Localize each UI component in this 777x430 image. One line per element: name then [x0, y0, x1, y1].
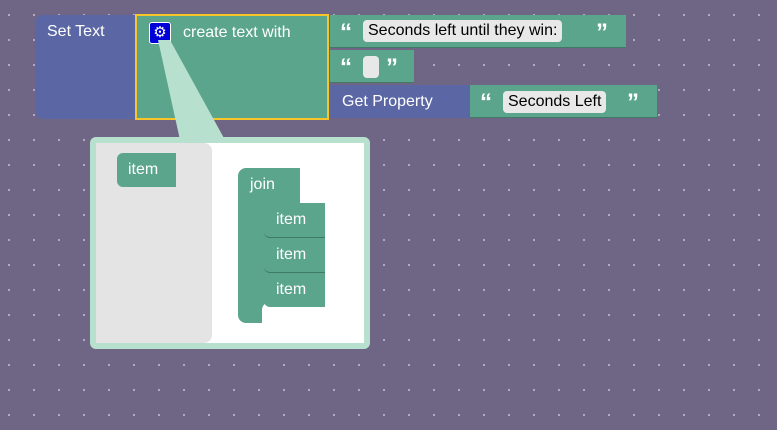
quote-close: ” — [627, 89, 639, 116]
quote-open: “ — [480, 89, 492, 116]
join-item-block[interactable]: item — [264, 203, 325, 238]
item-label: item — [128, 161, 159, 178]
quote-close: ” — [596, 19, 608, 46]
get-property-block[interactable]: Get Property — [330, 85, 475, 118]
quote-open: “ — [340, 54, 352, 81]
property-field[interactable]: Seconds Left — [503, 91, 607, 113]
text-block-2[interactable]: “ ” — [330, 50, 414, 83]
text-field[interactable]: Seconds left until they win: — [363, 20, 563, 42]
mutator-bubble: item join item item item — [90, 137, 370, 349]
flyout-item-block[interactable]: item — [117, 153, 176, 187]
text-field-empty[interactable] — [363, 56, 379, 78]
gear-icon[interactable]: ⚙ — [149, 22, 171, 44]
join-item-block[interactable]: item — [264, 273, 325, 307]
get-property-label: Get Property — [342, 93, 433, 110]
join-label: join — [250, 176, 275, 193]
quote-close: ” — [386, 54, 398, 81]
property-text-block[interactable]: “ Seconds Left ” — [470, 85, 657, 118]
item-label: item — [276, 246, 307, 263]
text-block-1[interactable]: “ Seconds left until they win: ” — [330, 15, 626, 48]
quote-open: “ — [340, 19, 352, 46]
item-label: item — [276, 281, 307, 298]
set-text-label: Set Text — [47, 23, 105, 40]
join-item-block[interactable]: item — [264, 238, 325, 273]
item-label: item — [276, 211, 307, 228]
create-text-label: create text with — [183, 24, 291, 41]
set-text-block[interactable]: Set Text — [35, 15, 139, 119]
